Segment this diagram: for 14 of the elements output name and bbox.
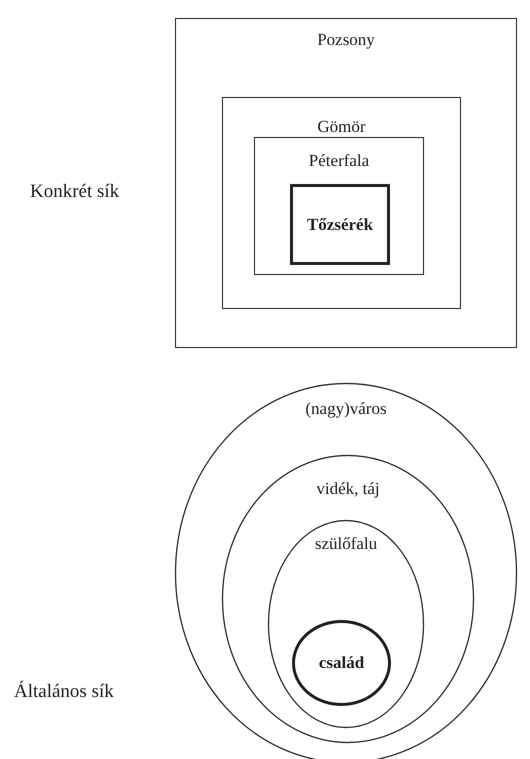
region-name: család: [318, 652, 364, 674]
region-box: [222, 97, 461, 309]
region-name: Péterfala: [308, 150, 370, 172]
region-name: Pozsony: [317, 29, 375, 50]
plane-label: Konkrét sík: [30, 180, 120, 204]
region-name: Gömör: [317, 116, 366, 138]
region-name: szülőfalu: [314, 533, 378, 554]
region-box: [254, 137, 424, 275]
region-name: vidék, táj: [316, 478, 380, 500]
region-box: [175, 18, 517, 348]
region-name: (nagy)város: [305, 398, 387, 420]
plane-label: Általános sík: [14, 680, 114, 704]
region-name: Tőzsérék: [306, 214, 374, 236]
region-box: [290, 184, 390, 265]
